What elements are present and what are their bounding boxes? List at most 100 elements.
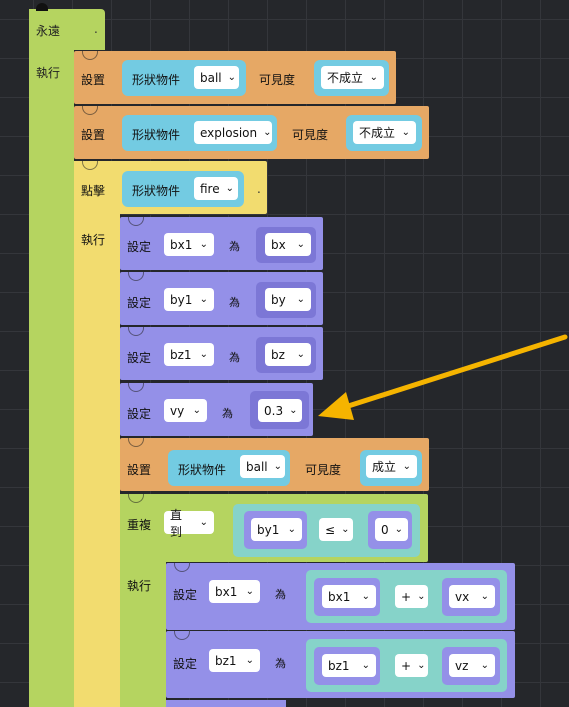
var-dropdown-value: bx1 — [170, 237, 193, 252]
chevron-down-icon: ⌄ — [199, 349, 208, 360]
chevron-down-icon: ⌄ — [394, 524, 404, 535]
set-label: 設置 — [81, 128, 106, 142]
chevron-down-icon: ⌄ — [401, 127, 410, 138]
hat-cap — [36, 3, 48, 11]
arithmetic-operator-value: + — [401, 658, 412, 673]
value-dropdown[interactable]: by ⌄ — [265, 288, 311, 311]
chevron-down-icon: ⌄ — [287, 524, 296, 535]
visibility-label: 可見度 — [305, 463, 342, 477]
var-dropdown-value: bz1 — [215, 653, 237, 668]
arithmetic-operator-dropdown[interactable]: +⌄ — [395, 654, 428, 677]
value-dropdown-value: by — [271, 292, 286, 307]
value-dropdown-value: 0.3 — [264, 403, 284, 418]
right-operand-dropdown[interactable]: 0⌄ — [375, 518, 408, 541]
operand-a-dropdown[interactable]: bz1 ⌄ — [322, 654, 376, 677]
shape-object-label: 形狀物件 — [132, 128, 181, 142]
visibility-label: 可見度 — [292, 128, 329, 142]
chevron-down-icon: ⌄ — [417, 591, 426, 602]
visibility-dropdown[interactable]: 不成立 ⌄ — [353, 121, 416, 144]
var-dropdown[interactable]: vy ⌄ — [164, 399, 207, 422]
next-block-edge — [166, 700, 286, 707]
chevron-down-icon: ⌄ — [296, 294, 305, 305]
right-operand-value: 0 — [381, 522, 389, 537]
chevron-down-icon: ⌄ — [480, 591, 489, 602]
object-dropdown[interactable]: ball ⌄ — [194, 66, 239, 89]
object-dropdown[interactable]: explosion ⌄ — [194, 121, 272, 144]
assign-label: 設定 — [127, 296, 152, 310]
as-label: 為 — [229, 240, 240, 253]
repeat-label: 重複 — [127, 518, 152, 532]
forever-do-label: 執行 — [36, 66, 61, 80]
as-label: 為 — [229, 351, 240, 364]
repeat-mode-dropdown[interactable]: 直到 ⌄ — [164, 508, 214, 539]
chevron-down-icon: ⌄ — [225, 183, 235, 194]
assign-label: 設定 — [173, 657, 198, 671]
chevron-down-icon: ⌄ — [245, 655, 254, 666]
chevron-down-icon: ⌄ — [263, 127, 272, 138]
var-dropdown-value: by1 — [170, 292, 193, 307]
assign-label: 設定 — [173, 588, 198, 602]
chevron-down-icon: ⌄ — [227, 72, 237, 83]
value-dropdown[interactable]: bz ⌄ — [265, 343, 311, 366]
left-operand-value: by1 — [257, 522, 280, 537]
repeat-mode-value: 直到 — [170, 507, 183, 539]
visibility-dropdown-value: 不成立 — [359, 126, 396, 140]
forever-block-arm — [29, 9, 74, 707]
visibility-dropdown[interactable]: 不成立 ⌄ — [321, 66, 384, 89]
value-dropdown-value: bz — [271, 347, 285, 362]
operand-a-value: bx1 — [328, 589, 351, 604]
object-dropdown-value: fire — [200, 181, 220, 196]
arithmetic-operator-dropdown[interactable]: +⌄ — [395, 585, 428, 608]
var-dropdown[interactable]: bz1 ⌄ — [164, 343, 214, 366]
operand-a-value: bz1 — [328, 658, 350, 673]
var-dropdown[interactable]: by1⌄ — [164, 288, 214, 311]
operand-b-dropdown[interactable]: vz⌄ — [449, 654, 495, 677]
object-dropdown-value: explosion — [200, 125, 258, 140]
chevron-down-icon: ⌄ — [296, 239, 305, 250]
value-dropdown[interactable]: bx ⌄ — [265, 233, 311, 256]
var-dropdown-value: bx1 — [215, 584, 238, 599]
assign-label: 設定 — [127, 240, 152, 254]
assign-label: 設定 — [127, 351, 152, 365]
operand-b-value: vx — [455, 589, 470, 604]
object-dropdown-value: ball — [246, 459, 268, 474]
as-label: 為 — [229, 296, 240, 309]
object-dropdown[interactable]: fire ⌄ — [194, 177, 238, 200]
chevron-down-icon: ⌄ — [273, 461, 283, 472]
tap-do-label: 執行 — [81, 233, 106, 247]
shape-object-label: 形狀物件 — [132, 184, 181, 198]
object-dropdown[interactable]: ball ⌄ — [240, 455, 285, 478]
forever-label: 永遠 — [36, 24, 61, 38]
chevron-down-icon: ⌄ — [417, 660, 426, 671]
chevron-down-icon: ⌄ — [369, 72, 378, 83]
visibility-label: 可見度 — [259, 73, 296, 87]
comparison-operator-value: ≤ — [325, 522, 336, 537]
object-dropdown-value: ball — [200, 70, 222, 85]
shape-object-label: 形狀物件 — [132, 73, 181, 87]
as-label: 為 — [275, 657, 286, 670]
value-dropdown-value: bx — [271, 237, 286, 252]
chevron-down-icon: ⌄ — [402, 461, 411, 472]
var-dropdown-value: bz1 — [170, 347, 192, 362]
var-dropdown[interactable]: bx1⌄ — [164, 233, 214, 256]
visibility-dropdown-value: 不成立 — [327, 71, 364, 85]
chevron-down-icon: ⌄ — [192, 405, 201, 416]
chevron-down-icon: ⌄ — [199, 517, 208, 528]
var-dropdown[interactable]: bz1 ⌄ — [209, 649, 260, 672]
tap-dot: . — [257, 182, 261, 196]
chevron-down-icon: ⌄ — [296, 349, 305, 360]
chevron-down-icon: ⌄ — [341, 524, 350, 535]
operand-b-dropdown[interactable]: vx ⌄ — [449, 585, 495, 608]
as-label: 為 — [275, 588, 286, 601]
set-label: 設置 — [81, 73, 106, 87]
comparison-operator-dropdown[interactable]: ≤⌄ — [319, 518, 353, 541]
chevron-down-icon: ⌄ — [361, 660, 370, 671]
operand-a-dropdown[interactable]: bx1 ⌄ — [322, 585, 376, 608]
var-dropdown[interactable]: bx1⌄ — [209, 580, 260, 603]
visibility-dropdown[interactable]: 成立⌄ — [366, 455, 417, 478]
chevron-down-icon: ⌄ — [361, 591, 370, 602]
var-dropdown-value: vy — [170, 403, 185, 418]
value-dropdown[interactable]: 0.3⌄ — [258, 399, 302, 422]
left-operand-dropdown[interactable]: by1 ⌄ — [251, 518, 302, 541]
assign-label: 設定 — [127, 407, 152, 421]
